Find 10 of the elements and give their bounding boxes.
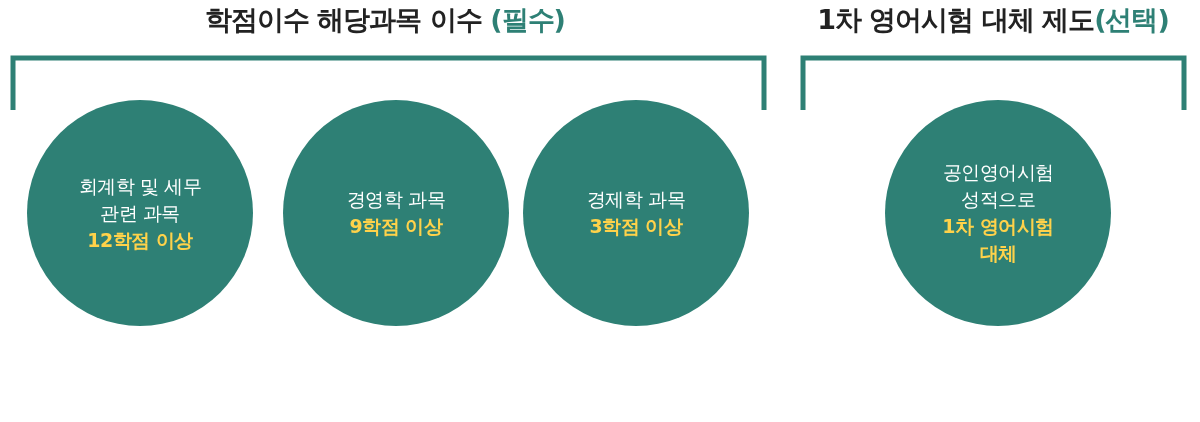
credit-text: 9학점 이상 bbox=[349, 214, 443, 239]
section-heading: 학점이수 해당과목 이수 (필수) bbox=[205, 3, 565, 37]
credit-text: 1차 영어시험 대체 bbox=[941, 214, 1055, 266]
section-heading: 1차 영어시험 대체 제도(선택) bbox=[817, 3, 1169, 37]
course-text: 공인영어시험 성적으로 bbox=[941, 160, 1055, 212]
course-text: 경영학 과목 bbox=[346, 187, 445, 212]
course-text: 회계학 및 세무 관련 과목 bbox=[77, 173, 203, 226]
course-text: 경제학 과목 bbox=[586, 187, 685, 212]
credit-text: 3학점 이상 bbox=[589, 214, 683, 239]
credit-text: 12학점 이상 bbox=[87, 227, 193, 253]
